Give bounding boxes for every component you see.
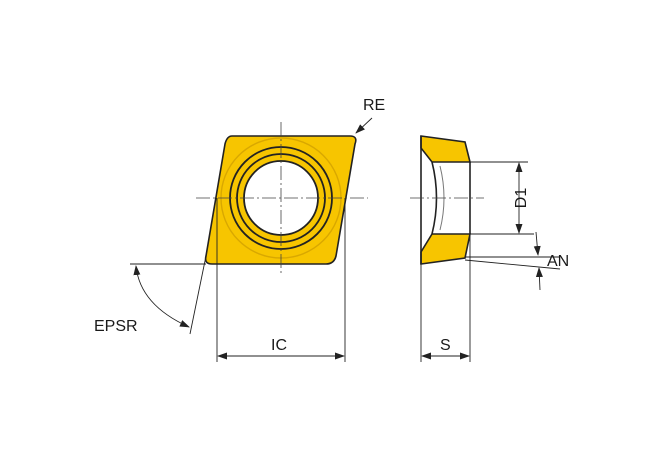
re-annotation: RE (355, 97, 385, 134)
side-upper-rake (420, 135, 472, 163)
an-arrow-upper (533, 231, 541, 256)
ic-dimension: IC (216, 198, 346, 362)
side-lower-rake (420, 233, 471, 265)
an-annotation: AN (464, 231, 569, 291)
epsr-arc (133, 265, 190, 328)
an-label: AN (547, 253, 569, 270)
an-arrow-lower (535, 267, 543, 291)
d1-dimension: D1 (470, 161, 534, 235)
s-label: S (440, 337, 451, 354)
an-extension-angled (464, 259, 561, 270)
insert-side-view (410, 135, 484, 265)
re-label: RE (363, 97, 385, 114)
ic-label: IC (271, 337, 287, 354)
epsr-extension-edge (189, 255, 207, 335)
epsr-annotation: EPSR (94, 255, 207, 335)
insert-front-view (196, 122, 368, 276)
re-leader (355, 117, 373, 134)
s-dimension: S (420, 234, 471, 362)
d1-label: D1 (513, 188, 530, 209)
epsr-label: EPSR (94, 318, 138, 335)
